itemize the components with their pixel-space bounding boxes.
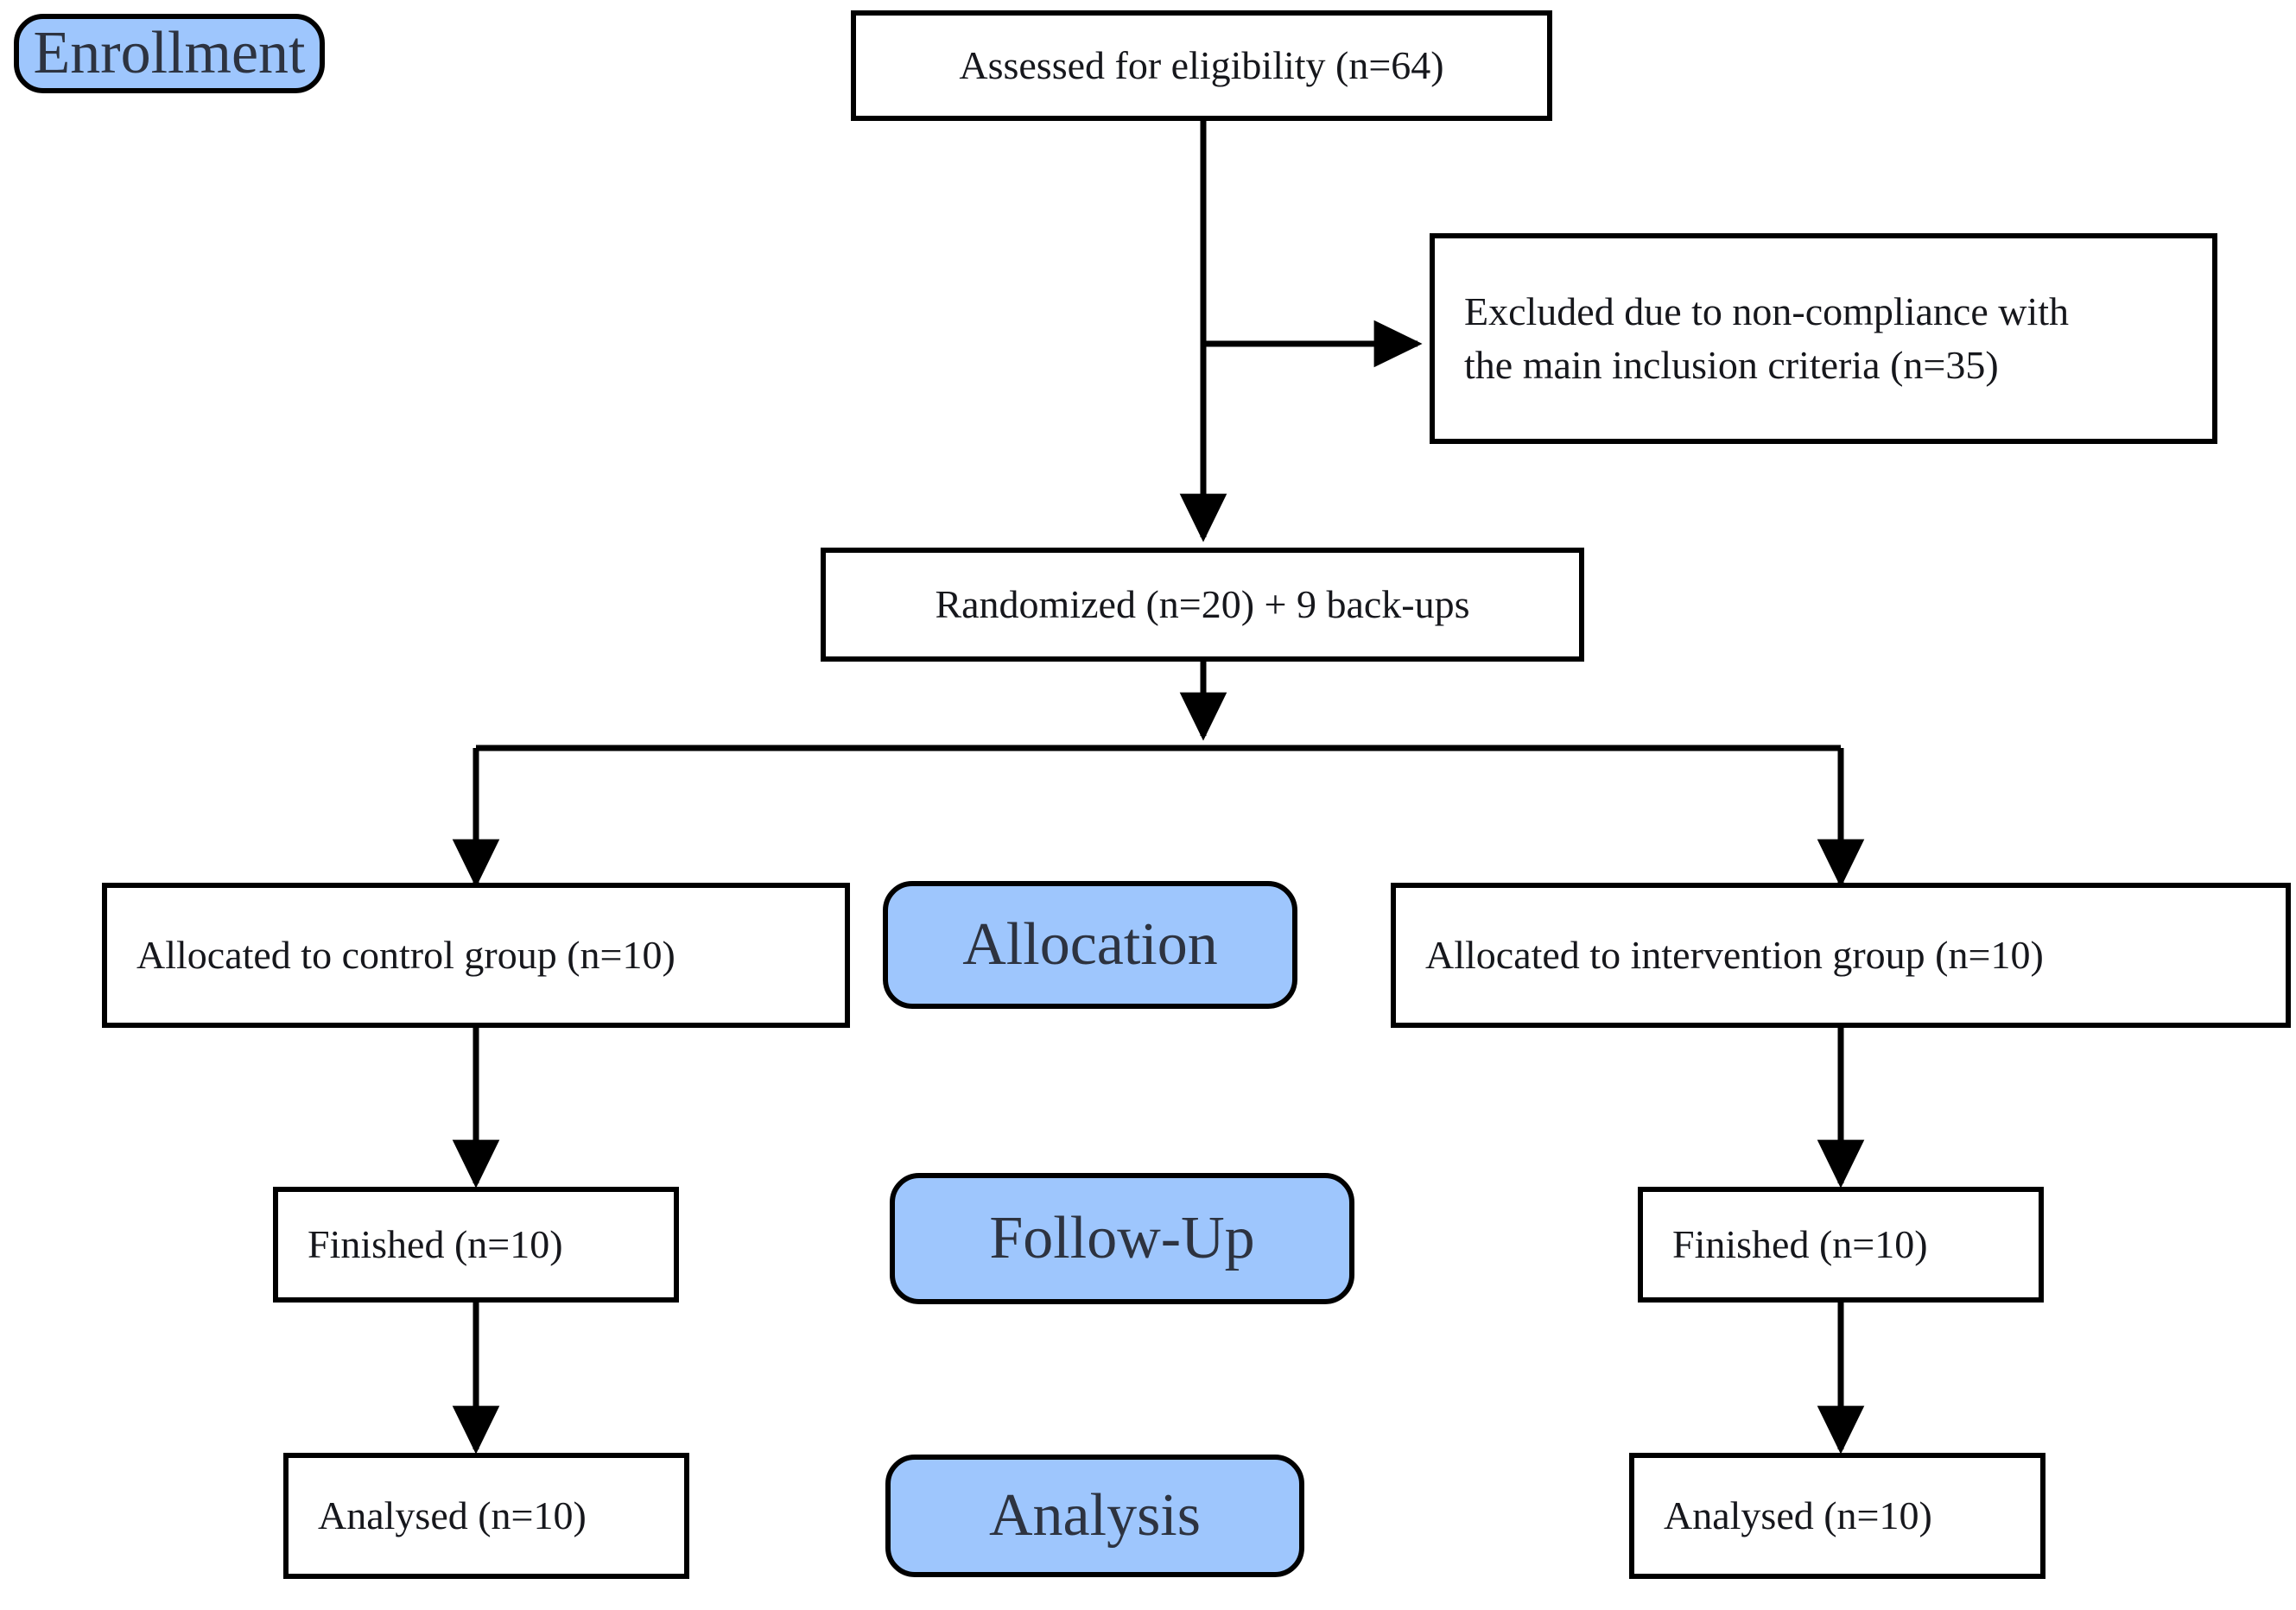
box-excluded-line-2: the main inclusion criteria (n=35) [1464,343,1999,387]
box-allocated-intervention: Allocated to intervention group (n=10) [1391,883,2291,1028]
box-randomized-label: Randomized (n=20) + 9 back-ups [935,582,1470,627]
stage-badge-allocation: Allocation [883,881,1297,1009]
box-finished-control: Finished (n=10) [273,1187,679,1303]
stage-label-analysis: Analysis [989,1482,1201,1550]
box-allocated-intervention-label: Allocated to intervention group (n=10) [1425,933,2044,978]
box-allocated-control: Allocated to control group (n=10) [102,883,850,1028]
box-finished-intervention-label: Finished (n=10) [1672,1222,1928,1267]
stage-label-allocation: Allocation [962,911,1218,979]
box-excluded: Excluded due to non-compliance with the … [1430,233,2217,444]
box-allocated-control-label: Allocated to control group (n=10) [136,933,675,978]
box-excluded-line-1: Excluded due to non-compliance with [1464,289,2070,334]
box-finished-control-label: Finished (n=10) [308,1222,563,1267]
stage-label-followup: Follow-Up [989,1205,1255,1272]
box-analysed-intervention-label: Analysed (n=10) [1664,1493,1932,1538]
box-analysed-control: Analysed (n=10) [283,1453,689,1579]
box-analysed-intervention: Analysed (n=10) [1629,1453,2045,1579]
stage-badge-followup: Follow-Up [890,1173,1354,1304]
stage-badge-enrollment: Enrollment [14,14,325,93]
box-assessed-label: Assessed for eligibility (n=64) [959,43,1444,88]
stage-badge-analysis: Analysis [885,1455,1304,1577]
box-assessed-for-eligibility: Assessed for eligibility (n=64) [851,10,1552,121]
stage-label-enrollment: Enrollment [33,20,306,87]
box-analysed-control-label: Analysed (n=10) [318,1493,587,1538]
box-finished-intervention: Finished (n=10) [1638,1187,2044,1303]
box-randomized: Randomized (n=20) + 9 back-ups [821,548,1584,662]
